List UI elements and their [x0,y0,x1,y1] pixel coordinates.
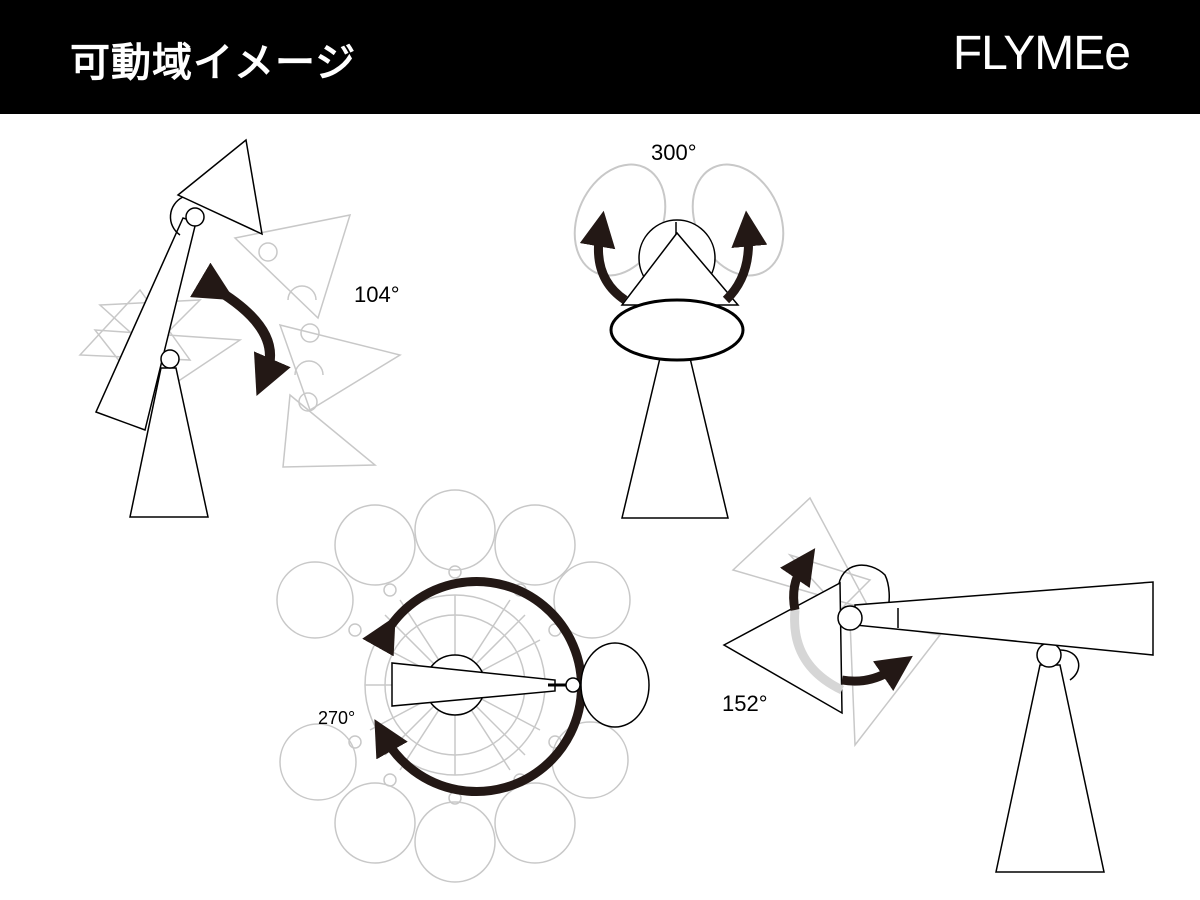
swivel-arrow-left [579,210,628,304]
swivel-lamp-opening [609,298,745,362]
tilt-lamp-shade [176,138,263,236]
swivel-diagram: 300° [573,140,785,519]
tilt-lamp-base [129,367,209,518]
tilt-arrow [190,262,291,397]
side-lamp [722,564,1154,873]
header-bar: 可動域イメージ FLYMEe [0,0,1200,114]
tilt-diagram: 104° [78,138,402,518]
swivel-arrow-right [722,210,768,304]
side-lamp-base [995,664,1105,873]
side-lamp-shade [722,581,843,715]
tilt-lamp [94,138,263,518]
tilt-angle-label: 104° [354,282,400,307]
rotation-angle-label: 270° [318,708,355,728]
side-angle-label: 152° [722,691,768,716]
swivel-angle-label: 300° [651,140,697,165]
side-lamp-arm [854,581,1154,656]
swivel-lamp-base [621,357,729,519]
rotation-lamp-arm [391,662,556,707]
page-title: 可動域イメージ [70,40,357,86]
rotation-diagram: 270° [276,489,650,883]
rotation-lamp-shade [580,642,650,728]
swivel-lamp [620,219,740,519]
side-arrow-down [841,655,913,691]
rotation-lamp [391,642,650,728]
swivel-lamp-shade [620,231,740,306]
side-arrow-gray [790,609,845,695]
brand-logo: FLYMEe [952,27,1131,80]
side-diagram: 152° [722,496,1154,873]
side-arrow-up [780,548,816,611]
